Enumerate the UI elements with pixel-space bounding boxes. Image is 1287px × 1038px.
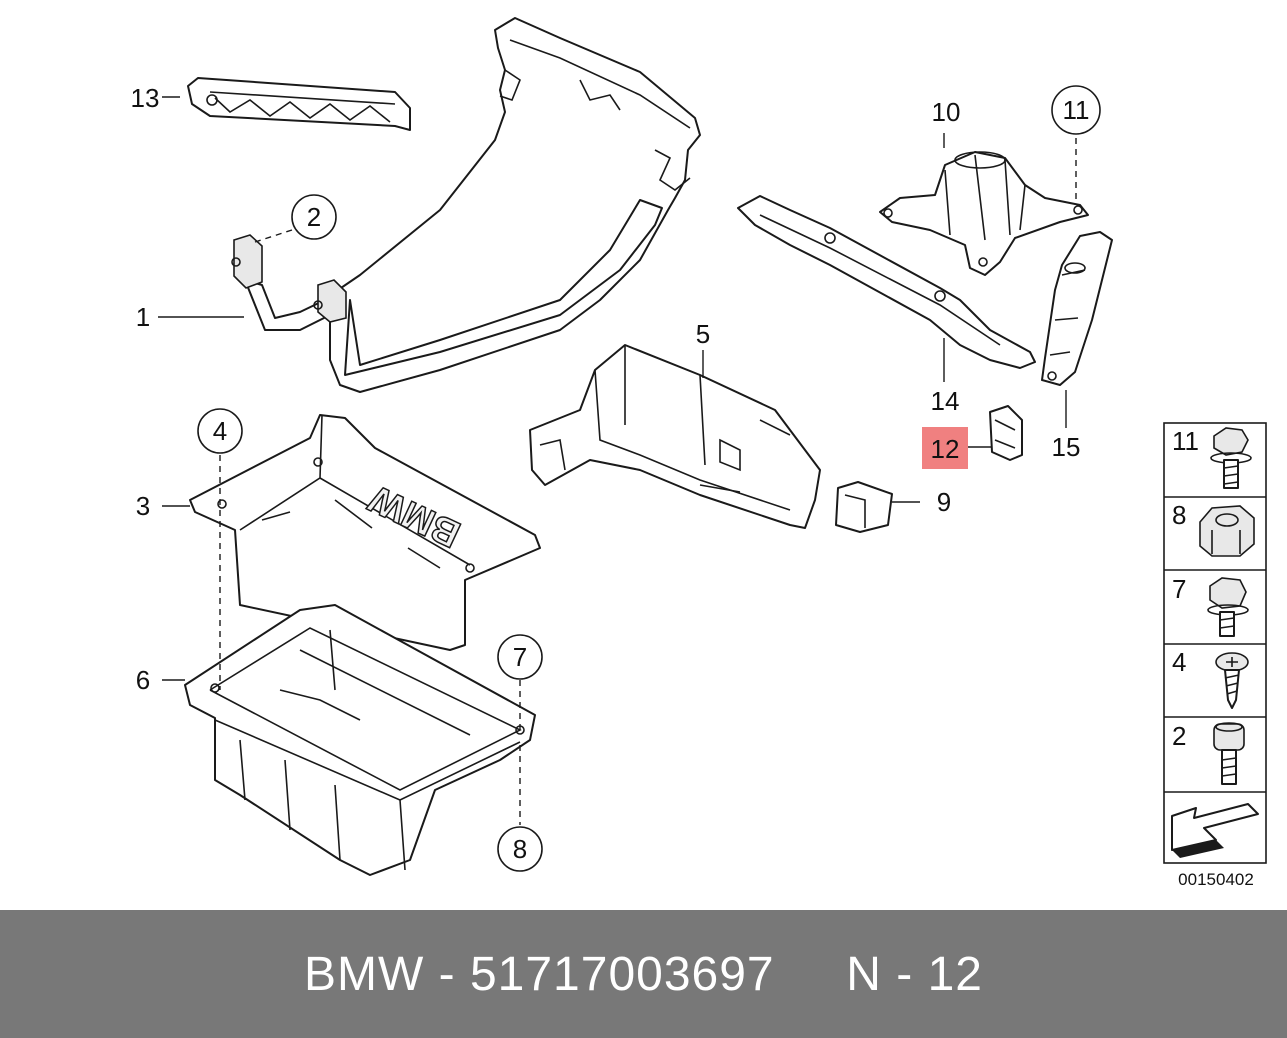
parts-diagram: BMW 13 2 1 4 3 6	[131, 17, 1267, 889]
callout-12-highlight	[922, 427, 968, 469]
callout-2-circle	[291, 194, 337, 240]
callout-3: 3	[136, 491, 150, 521]
part-1-strap	[231, 17, 701, 393]
callout-2: 2	[307, 202, 321, 232]
footer-bar: BMW - 51717003697 N - 12	[0, 910, 1287, 1038]
callout-7-circle	[497, 634, 543, 680]
socket-cap-screw-icon	[1213, 722, 1245, 785]
legend-item-7: 7	[1172, 574, 1186, 604]
callout-14: 14	[931, 386, 960, 416]
leader-lines	[158, 96, 1077, 825]
part-3-liner: BMW	[189, 414, 541, 651]
callout-4: 4	[213, 416, 227, 446]
hex-bolt-flange-icon	[1210, 427, 1252, 489]
part-5-tray	[529, 344, 821, 529]
legend-item-11: 11	[1172, 426, 1199, 456]
part-6-tub	[184, 604, 536, 876]
callout-11: 11	[1063, 95, 1090, 125]
callout-1: 1	[136, 302, 150, 332]
part-14-strut	[737, 195, 1036, 369]
callout-7: 7	[513, 642, 527, 672]
part-15-support	[1041, 231, 1113, 386]
callout-5: 5	[696, 319, 710, 349]
diagram-id: 00150402	[1178, 870, 1254, 889]
legend-item-4: 4	[1172, 647, 1186, 677]
phillips-screw-icon	[1215, 652, 1249, 709]
callout-9: 9	[937, 487, 951, 517]
hex-nut-icon	[1199, 505, 1255, 557]
legend-table: 11 8 7 4 2	[1163, 422, 1267, 864]
part-10-mount-base	[879, 151, 1089, 276]
callout-11-circle	[1051, 85, 1101, 135]
footer-part-number: BMW - 51717003697 N - 12	[304, 947, 983, 1001]
part-9-latch	[835, 481, 893, 533]
callout-12: 12	[931, 434, 960, 464]
callout-10: 10	[932, 97, 961, 127]
callout-8: 8	[513, 834, 527, 864]
part-12-clip	[989, 405, 1023, 461]
callout-labels: 13 2 1 4 3 6 7 8 5 9 10 11 14 12 15	[131, 83, 1101, 872]
part-13-bracket	[187, 77, 411, 131]
callout-4-circle	[197, 408, 243, 454]
callout-15: 15	[1052, 432, 1081, 462]
hex-bolt-icon	[1207, 577, 1249, 637]
callout-8-circle	[497, 826, 543, 872]
callout-13: 13	[131, 83, 160, 113]
direction-arrow-icon	[1171, 803, 1259, 858]
legend-item-2: 2	[1172, 721, 1186, 751]
legend-item-8: 8	[1172, 500, 1186, 530]
callout-6: 6	[136, 665, 150, 695]
